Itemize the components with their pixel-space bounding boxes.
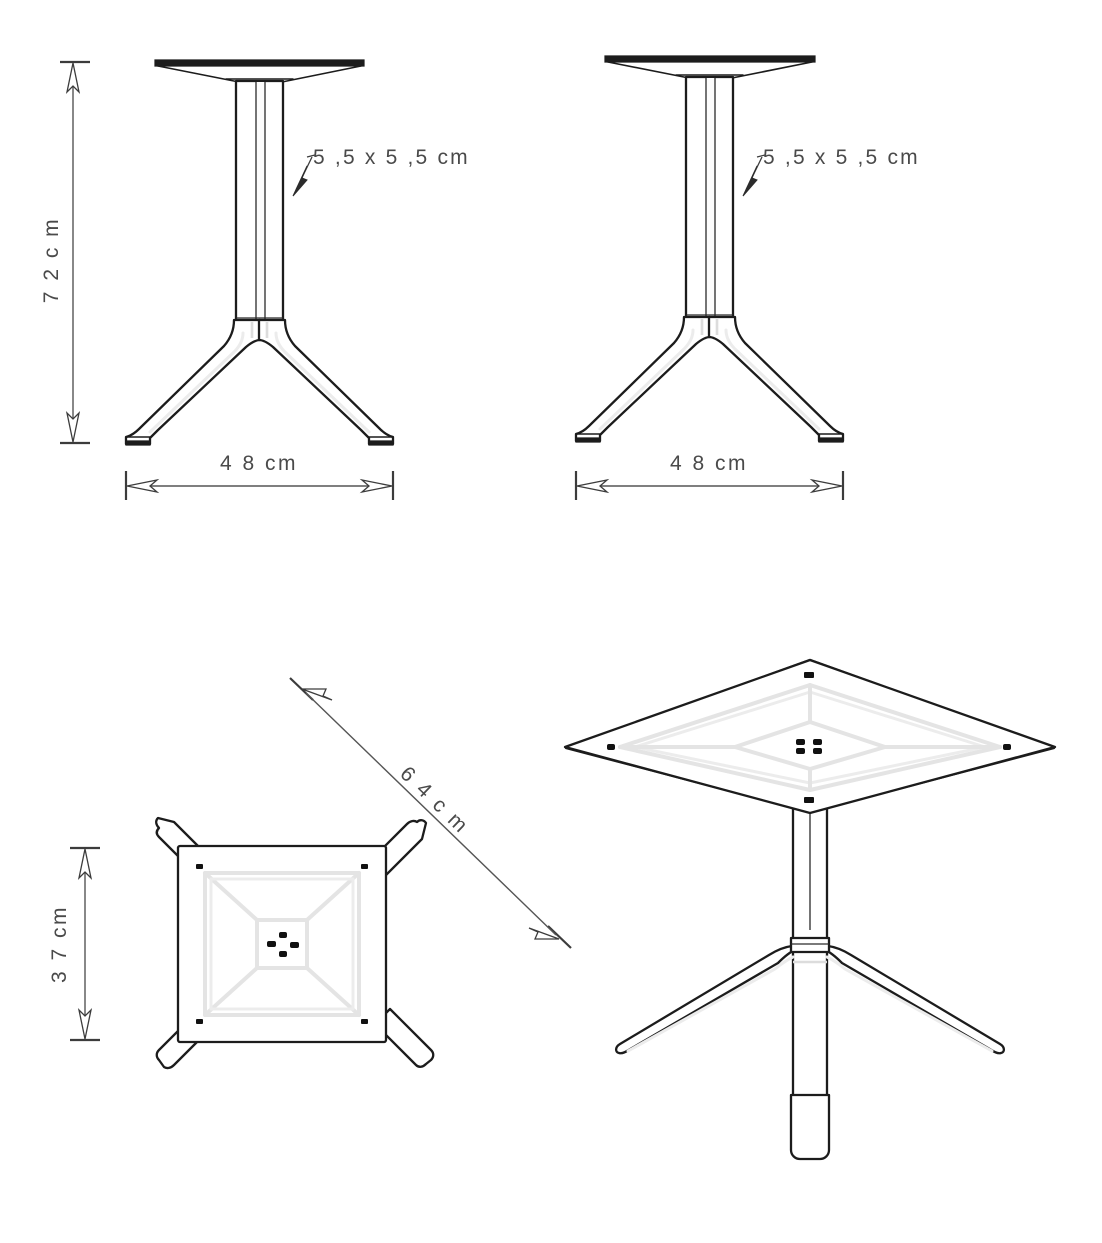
center-hole-east — [290, 942, 299, 948]
legs-left — [124, 318, 395, 446]
top-plate-edge-left — [154, 59, 365, 84]
top-plate-edge-right — [604, 55, 816, 80]
perspective-legs — [614, 936, 1006, 1055]
view-perspective — [563, 658, 1057, 1161]
dimension-width-left: 4 8 cm — [124, 452, 395, 500]
plate-hole-bottom-left — [196, 1019, 203, 1024]
plate-hole-top-left — [196, 864, 203, 869]
perspective-column — [789, 798, 831, 1161]
view-front-right: 4 8 cm 5 ,5 x 5 ,5 cm — [574, 55, 920, 500]
column-left — [234, 79, 285, 332]
persp-center-hole-nw — [796, 739, 805, 745]
view-front-left: 7 2 c m 4 8 cm 5 ,5 x 5 ,5 cm — [40, 59, 470, 500]
dimension-height-label: 7 2 c m — [40, 217, 63, 303]
center-hole-north — [279, 932, 287, 938]
dimension-height-left: 7 2 c m — [40, 60, 90, 445]
persp-plate-hole-south — [804, 797, 814, 803]
view-top: 3 7 cm 6 4 c m — [48, 677, 572, 1070]
dimension-width-right: 4 8 cm — [574, 452, 845, 500]
persp-plate-hole-east — [1003, 744, 1011, 750]
persp-center-hole-sw — [796, 748, 805, 754]
perspective-top-plate — [563, 658, 1057, 815]
column-right — [684, 75, 735, 329]
plate-hole-top-right — [361, 864, 368, 869]
column-note-left-label: 5 ,5 x 5 ,5 cm — [313, 146, 470, 169]
persp-plate-hole-west — [607, 744, 615, 750]
center-hole-south — [279, 951, 287, 957]
leader-column-left: 5 ,5 x 5 ,5 cm — [292, 146, 470, 197]
dimension-depth-top: 3 7 cm — [48, 846, 100, 1042]
legs-right — [574, 315, 845, 443]
dimension-width-left-label: 4 8 cm — [220, 452, 298, 475]
column-note-right-label: 5 ,5 x 5 ,5 cm — [763, 146, 920, 169]
persp-center-hole-se — [813, 748, 822, 754]
top-view-plate — [176, 844, 388, 1044]
plate-hole-bottom-right — [361, 1019, 368, 1024]
persp-plate-hole-north — [804, 672, 814, 678]
dimension-width-right-label: 4 8 cm — [670, 452, 748, 475]
persp-center-hole-ne — [813, 739, 822, 745]
center-hole-west — [267, 941, 276, 947]
leader-column-right: 5 ,5 x 5 ,5 cm — [742, 146, 920, 197]
dimension-depth-label: 3 7 cm — [48, 905, 71, 983]
